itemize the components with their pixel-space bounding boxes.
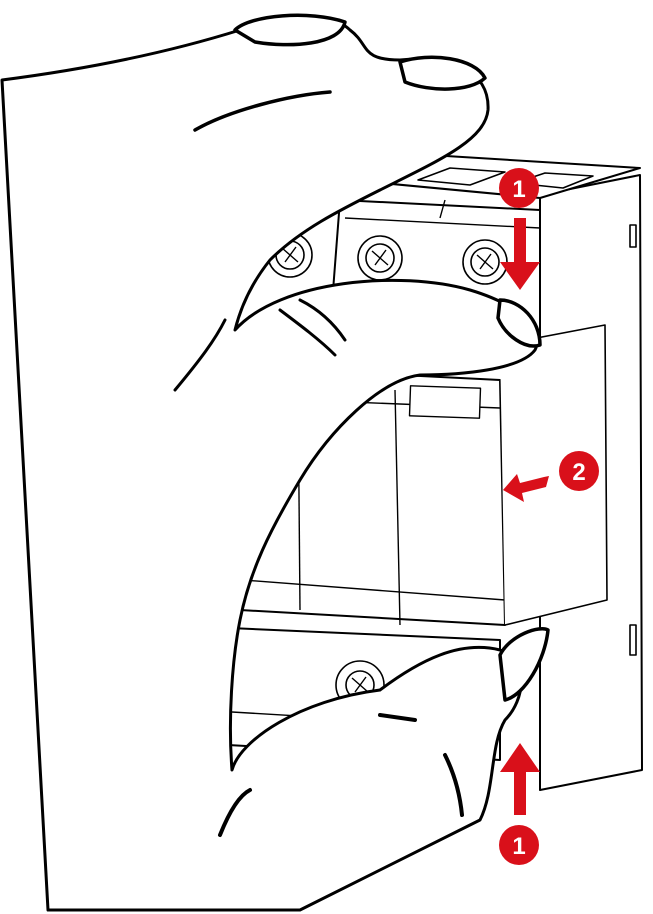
arrow-up-icon (500, 743, 540, 815)
screw-icon (462, 239, 508, 285)
step-2-side-marker: 2 (503, 451, 599, 502)
step-number: 1 (512, 176, 525, 203)
step-1-bottom-marker: 1 (499, 743, 540, 865)
arrow-left-icon (503, 474, 549, 502)
step-number: 1 (512, 833, 525, 860)
step-badge (499, 825, 539, 865)
step-number: 2 (572, 459, 585, 486)
arrow-down-icon (500, 218, 540, 290)
step-1-top-marker: 1 (499, 168, 540, 290)
hand-illustration (0, 13, 550, 912)
step-badge (559, 451, 599, 491)
step-badge (499, 168, 539, 208)
screw-icon (357, 235, 403, 281)
